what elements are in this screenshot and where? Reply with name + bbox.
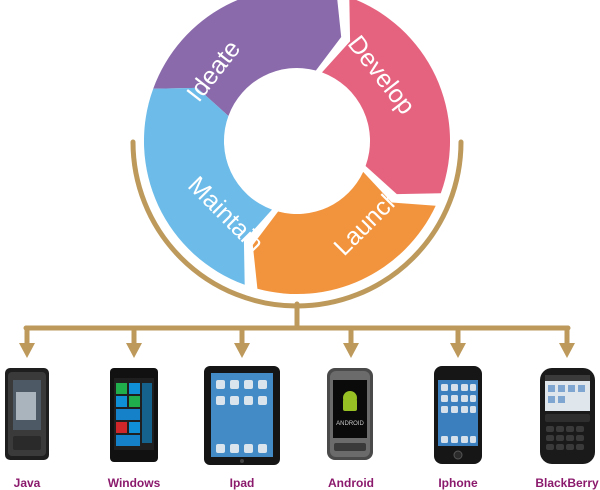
svg-text:ANDROID: ANDROID (336, 421, 364, 427)
platform-label-ipad: Ipad (229, 476, 255, 490)
blackberry-phone-icon (540, 368, 595, 464)
windows-phone-icon (110, 368, 158, 462)
arrow-down-icon (450, 343, 466, 358)
android-phone-icon: ANDROID (327, 368, 373, 460)
platform-label-windows: Windows (107, 476, 161, 490)
arrow-down-icon (343, 343, 359, 358)
arrow-down-icon (126, 343, 142, 358)
platform-label-iphone: Iphone (438, 476, 478, 490)
platform-label-android: Android (328, 476, 374, 490)
connector-tree (19, 139, 575, 358)
segment-develop (322, 0, 450, 195)
ipad-icon (204, 366, 280, 465)
segment-launch (252, 171, 436, 295)
platform-label-blackberry: BlackBerry (535, 476, 599, 490)
arrow-down-icon (234, 343, 250, 358)
iphone-icon (434, 366, 482, 464)
arrow-down-icon (19, 343, 35, 358)
segment-ideate (153, 0, 342, 116)
cycle-ring (143, 0, 450, 295)
platform-label-java: Java (13, 476, 41, 490)
java-phone-icon (5, 368, 49, 460)
segment-maintain (143, 87, 272, 285)
arrow-down-icon (559, 343, 575, 358)
